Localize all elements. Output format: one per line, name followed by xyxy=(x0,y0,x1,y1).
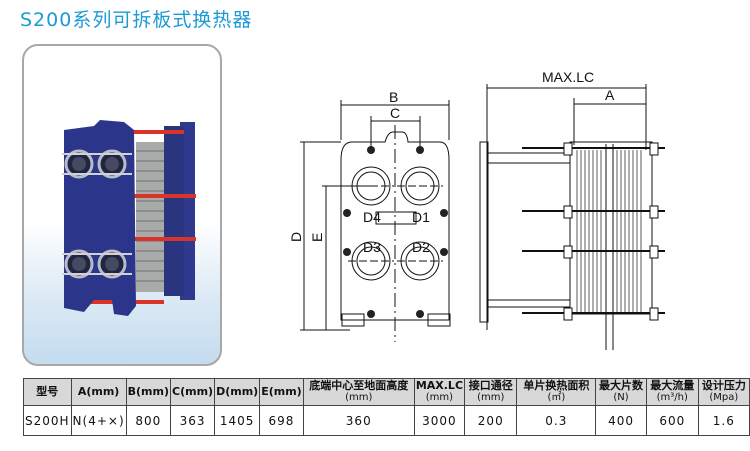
header-plate-area: 单片换热面积(㎡) xyxy=(516,378,597,406)
port-label-d1: D1 xyxy=(412,209,430,225)
cell-bottom-height: 360 xyxy=(302,405,415,436)
header-port-diameter: 接口通径(mm) xyxy=(464,378,518,406)
header-design-pressure: 设计压力(Mpa) xyxy=(697,378,750,406)
front-view-drawing: B C D4 D1 D3 D2 D E xyxy=(288,80,470,354)
header-a: A(mm) xyxy=(70,378,127,406)
cell-c: 363 xyxy=(170,405,216,436)
cell-max-plates: 400 xyxy=(595,405,647,436)
port-label-d3: D3 xyxy=(363,239,381,255)
header-b: B(mm) xyxy=(125,378,172,406)
spec-table: 型号 A(mm) B(mm) C(mm) D(mm) E(mm) 底端中心至地面… xyxy=(23,378,750,436)
header-c: C(mm) xyxy=(170,378,216,406)
side-view-drawing: MAX.LC A xyxy=(470,60,690,354)
port-label-d4: D4 xyxy=(363,209,381,225)
cell-plate-area: 0.3 xyxy=(516,405,597,436)
page-title: S200系列可拆板式换热器 xyxy=(20,9,253,31)
table-header-row: 型号 A(mm) B(mm) C(mm) D(mm) E(mm) 底端中心至地面… xyxy=(23,378,750,406)
dim-label-a: A xyxy=(605,87,615,103)
header-e: E(mm) xyxy=(259,378,304,406)
header-model: 型号 xyxy=(23,378,72,406)
header-max-lc: MAX.LC(mm) xyxy=(413,378,466,406)
cell-d: 1405 xyxy=(214,405,261,436)
cell-design-pressure: 1.6 xyxy=(697,405,750,436)
table-row: S200H N(4+×) 800 363 1405 698 360 3000 2… xyxy=(23,405,750,436)
cell-port-diameter: 200 xyxy=(464,405,518,436)
header-bottom-height: 底端中心至地面高度(mm) xyxy=(302,378,415,406)
cell-a: N(4+×) xyxy=(70,405,127,436)
cell-max-lc: 3000 xyxy=(413,405,466,436)
dim-label-max-lc: MAX.LC xyxy=(542,69,594,85)
port-label-d2: D2 xyxy=(412,239,430,255)
dim-label-d: D xyxy=(290,232,304,242)
header-max-flow: 最大流量(m³/h) xyxy=(645,378,699,406)
header-d: D(mm) xyxy=(214,378,261,406)
dim-label-e: E xyxy=(309,233,325,242)
cell-model: S200H xyxy=(23,405,72,436)
cell-b: 800 xyxy=(125,405,172,436)
cell-max-flow: 600 xyxy=(645,405,699,436)
header-max-plates: 最大片数(N) xyxy=(595,378,647,406)
cell-e: 698 xyxy=(259,405,304,436)
dim-label-b: B xyxy=(389,89,398,105)
dim-label-c: C xyxy=(390,105,400,121)
product-photo xyxy=(22,44,222,366)
